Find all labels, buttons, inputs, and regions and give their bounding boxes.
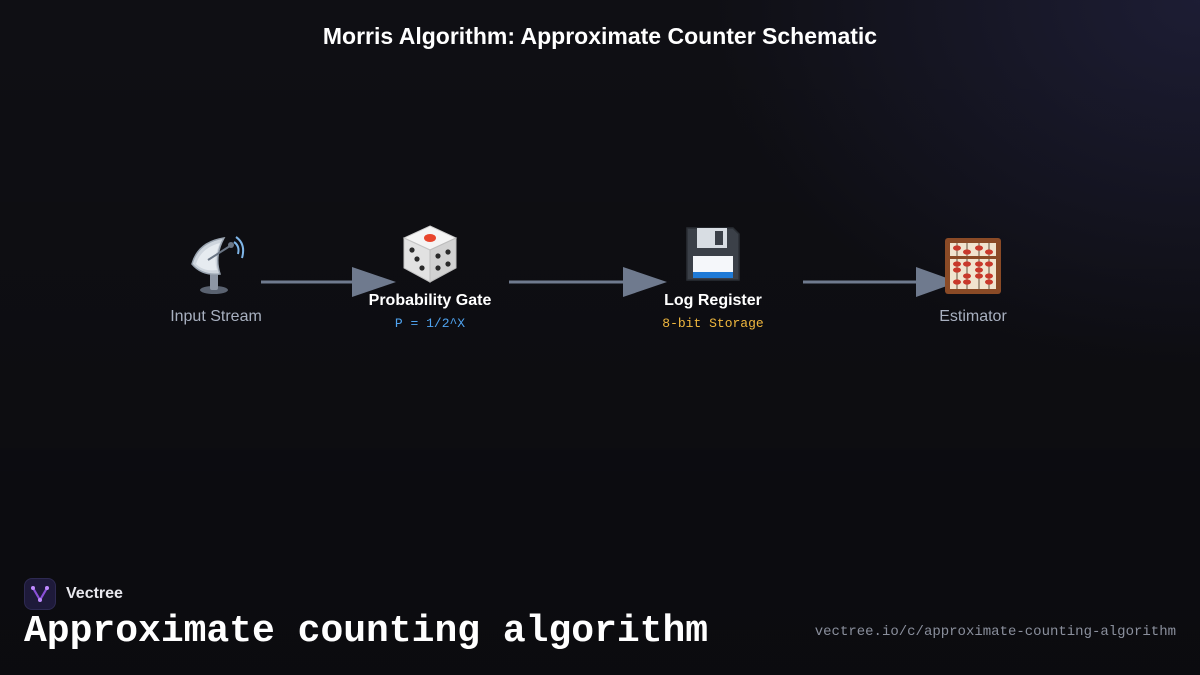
node-input-stream: Input Stream <box>116 234 316 326</box>
brand-name: Vectree <box>66 585 123 602</box>
dice-icon <box>402 225 458 283</box>
footer-title: Approximate counting algorithm <box>24 610 709 653</box>
node-estimator: Estimator <box>873 234 1073 326</box>
node-label: Input Stream <box>170 308 262 325</box>
diagram-title: Morris Algorithm: Approximate Counter Sc… <box>322 23 878 49</box>
node-label: Probability Gate <box>368 292 492 309</box>
node-label: Log Register <box>664 292 762 309</box>
arrow-input-to-gate <box>261 267 396 297</box>
node-formula: P = 1/2^X <box>394 316 466 331</box>
footer-url[interactable]: vectree.io/c/approximate-counting-algori… <box>814 624 1176 640</box>
node-log-register: Log Register 8-bit Storage <box>613 222 813 331</box>
node-probability-gate: Probability Gate P = 1/2^X <box>330 222 530 331</box>
abacus-icon <box>945 238 1001 294</box>
vectree-logo-icon <box>24 578 56 610</box>
satellite-antenna-icon <box>191 236 245 294</box>
arrow-gate-to-register <box>509 267 667 297</box>
brand: Vectree <box>24 577 123 611</box>
arrow-register-to-estimator <box>803 267 958 297</box>
node-storage: 8-bit Storage <box>662 316 764 331</box>
node-label: Estimator <box>939 308 1007 325</box>
floppy-disk-icon <box>686 227 740 281</box>
